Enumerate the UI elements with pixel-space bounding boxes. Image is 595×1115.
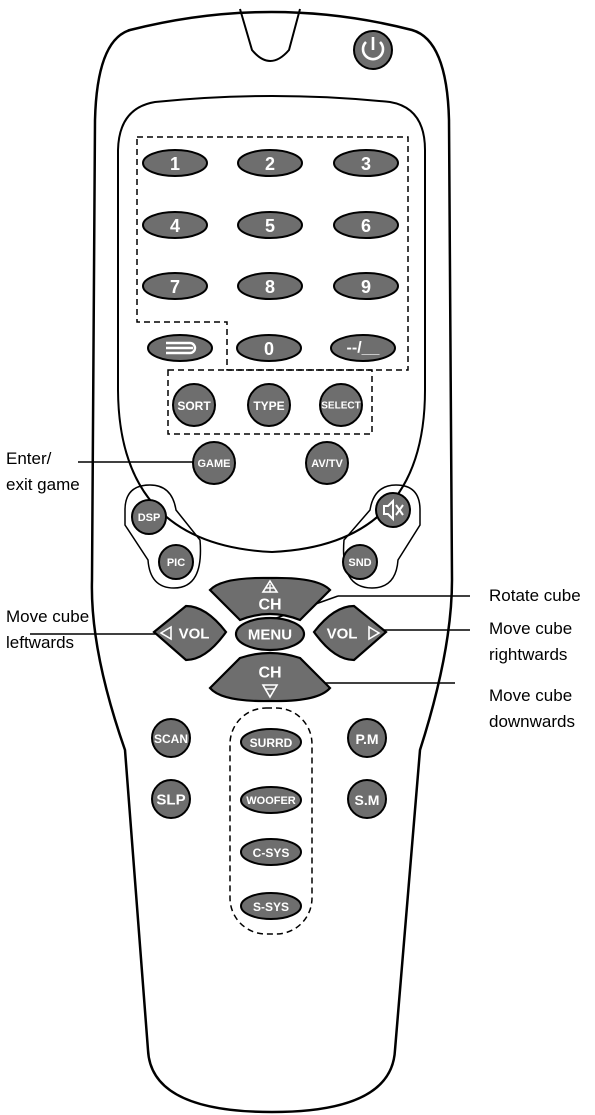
svg-text:2: 2 — [265, 154, 275, 174]
digit-button-9[interactable]: 9 — [334, 273, 398, 299]
svg-text:SURRD: SURRD — [250, 736, 293, 750]
svg-text:WOOFER: WOOFER — [246, 795, 296, 807]
pm-button[interactable]: P.M — [348, 719, 386, 757]
callout-move-down-line2: downwards — [489, 709, 575, 735]
scan-button[interactable]: SCAN — [152, 719, 190, 757]
callout-enter-exit-line1: Enter/ — [6, 446, 80, 472]
svg-text:AV/TV: AV/TV — [311, 458, 343, 470]
digit-button-7[interactable]: 7 — [143, 273, 207, 299]
callout-move-left: Move cube leftwards — [6, 604, 89, 656]
callout-rotate-line: Rotate cube — [489, 583, 581, 609]
surrd-button[interactable]: SURRD — [241, 729, 301, 755]
svg-text:7: 7 — [170, 277, 180, 297]
svg-text:3: 3 — [361, 154, 371, 174]
svg-text:PIC: PIC — [167, 557, 185, 569]
callout-move-right-line1: Move cube — [489, 616, 572, 642]
svg-text:CH: CH — [258, 597, 281, 614]
mute-button[interactable] — [376, 493, 410, 527]
menu-button[interactable]: MENU — [236, 618, 304, 650]
callout-move-left-line1: Move cube — [6, 604, 89, 630]
power-button[interactable] — [354, 31, 392, 69]
svg-text:C-SYS: C-SYS — [253, 846, 290, 860]
svg-text:SORT: SORT — [177, 399, 211, 413]
type-button[interactable]: TYPE — [248, 384, 290, 426]
slp-button[interactable]: SLP — [152, 780, 190, 818]
callout-rotate-cube: Rotate cube — [489, 583, 581, 609]
svg-text:DSP: DSP — [138, 512, 161, 524]
svg-text:P.M: P.M — [355, 731, 378, 747]
svg-text:TYPE: TYPE — [253, 399, 284, 413]
callout-enter-exit-line2: exit game — [6, 472, 80, 498]
callout-move-left-line2: leftwards — [6, 630, 89, 656]
digit-button-3[interactable]: 3 — [334, 150, 398, 176]
callout-move-right-line2: rightwards — [489, 642, 572, 668]
svg-text:VOL: VOL — [179, 626, 210, 643]
svg-text:SND: SND — [348, 557, 371, 569]
callout-move-down: Move cube downwards — [489, 683, 575, 735]
svg-text:--/__: --/__ — [347, 340, 381, 357]
callout-enter-exit-game: Enter/ exit game — [6, 446, 80, 498]
swap-button[interactable] — [148, 335, 212, 361]
callout-move-down-line1: Move cube — [489, 683, 575, 709]
digit-button-1[interactable]: 1 — [143, 150, 207, 176]
digit-button-4[interactable]: 4 — [143, 212, 207, 238]
sort-button[interactable]: SORT — [173, 384, 215, 426]
snd-button[interactable]: SND — [343, 545, 377, 579]
callout-move-right: Move cube rightwards — [489, 616, 572, 668]
svg-text:CH: CH — [258, 665, 281, 682]
csys-button[interactable]: C-SYS — [241, 839, 301, 865]
avtv-button[interactable]: AV/TV — [306, 442, 348, 484]
digit-button-2[interactable]: 2 — [238, 150, 302, 176]
svg-text:GAME: GAME — [198, 458, 231, 470]
svg-text:9: 9 — [361, 277, 371, 297]
svg-text:0: 0 — [264, 339, 274, 359]
svg-text:5: 5 — [265, 216, 275, 236]
svg-text:1: 1 — [170, 154, 180, 174]
svg-text:SLP: SLP — [156, 792, 185, 809]
svg-text:SELECT: SELECT — [321, 401, 360, 412]
sm-button[interactable]: S.M — [348, 780, 386, 818]
pic-button[interactable]: PIC — [159, 545, 193, 579]
dsp-button[interactable]: DSP — [132, 500, 166, 534]
game-button[interactable]: GAME — [193, 442, 235, 484]
numpad: 1 2 3 4 5 6 7 8 — [143, 150, 398, 299]
svg-text:VOL: VOL — [327, 626, 358, 643]
svg-text:S-SYS: S-SYS — [253, 900, 289, 914]
svg-text:8: 8 — [265, 277, 275, 297]
dash-button[interactable]: --/__ — [331, 335, 395, 361]
ssys-button[interactable]: S-SYS — [241, 893, 301, 919]
woofer-button[interactable]: WOOFER — [241, 787, 301, 813]
svg-text:MENU: MENU — [248, 627, 292, 644]
digit-button-5[interactable]: 5 — [238, 212, 302, 238]
svg-text:SCAN: SCAN — [154, 732, 188, 746]
digit-button-8[interactable]: 8 — [238, 273, 302, 299]
digit-button-6[interactable]: 6 — [334, 212, 398, 238]
select-button[interactable]: SELECT — [320, 384, 362, 426]
svg-text:6: 6 — [361, 216, 371, 236]
svg-text:S.M: S.M — [355, 792, 380, 808]
digit-button-0[interactable]: 0 — [237, 335, 301, 361]
svg-text:4: 4 — [170, 216, 180, 236]
